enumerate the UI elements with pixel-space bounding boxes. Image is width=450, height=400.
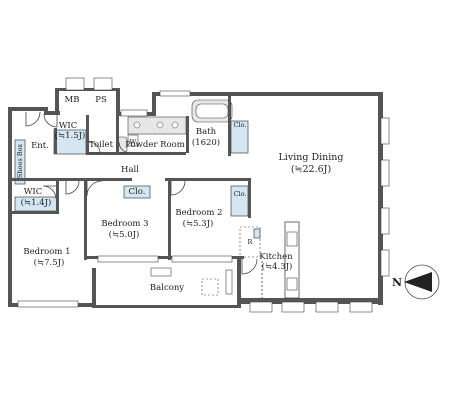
wet-area-fixtures [116, 99, 233, 154]
bedroom2-closet-label: Clo. [234, 190, 247, 198]
mb-label: MB [65, 95, 80, 105]
living-dining-area: (≒22.6J) [291, 164, 331, 175]
wic2-name: WIC [24, 187, 43, 197]
bedroom2-area: (≒5.3J) [183, 218, 214, 229]
bath-closet-label: Clo. [234, 121, 247, 129]
compass: N [392, 264, 440, 300]
bedroom3-name: Bedroom 3 [101, 219, 148, 229]
balcony-items [150, 267, 233, 296]
closets [14, 120, 261, 239]
entrance-label: Ent. [31, 141, 49, 151]
refrigerator-mark: R [248, 238, 254, 246]
kitchen-area: (≒4.3J) [262, 261, 293, 272]
bedroom2-name: Bedroom 2 [175, 208, 222, 218]
wic2-area: (≒1.4J) [21, 197, 52, 208]
bedroom1-area: (≒7.5J) [34, 257, 65, 268]
shoes-box-label: Shoes Box [16, 144, 24, 178]
bath-size: (1620) [192, 137, 220, 148]
bath-name: Bath [196, 127, 217, 137]
interior-walls [12, 96, 251, 260]
bedroom1-name: Bedroom 1 [23, 247, 70, 257]
wic1-area: (≒1.5J) [55, 130, 86, 141]
compass-north-arrow-icon [404, 272, 432, 292]
toilet-label: Toilet [89, 140, 114, 150]
balcony-label: Balcony [150, 283, 184, 293]
compass-north-label: N [392, 276, 402, 289]
powder-room-label: Powder Room [125, 140, 185, 150]
doors [25, 111, 258, 275]
kitchen-counter [239, 221, 300, 299]
bedroom3-area: (≒5.0J) [109, 229, 140, 240]
room-labels: MB PS WIC (≒1.5J) Ent. Shoes Box Toilet … [16, 95, 343, 293]
ps-label: PS [95, 95, 107, 105]
washer-mark: W [130, 138, 137, 146]
bedroom3-closet-label: Clo. [129, 187, 146, 197]
wic1-name: WIC [59, 121, 78, 131]
living-dining-name: Living Dining [279, 152, 344, 163]
windows [17, 77, 390, 313]
kitchen-name: Kitchen [259, 252, 293, 262]
hall-label: Hall [121, 165, 139, 175]
